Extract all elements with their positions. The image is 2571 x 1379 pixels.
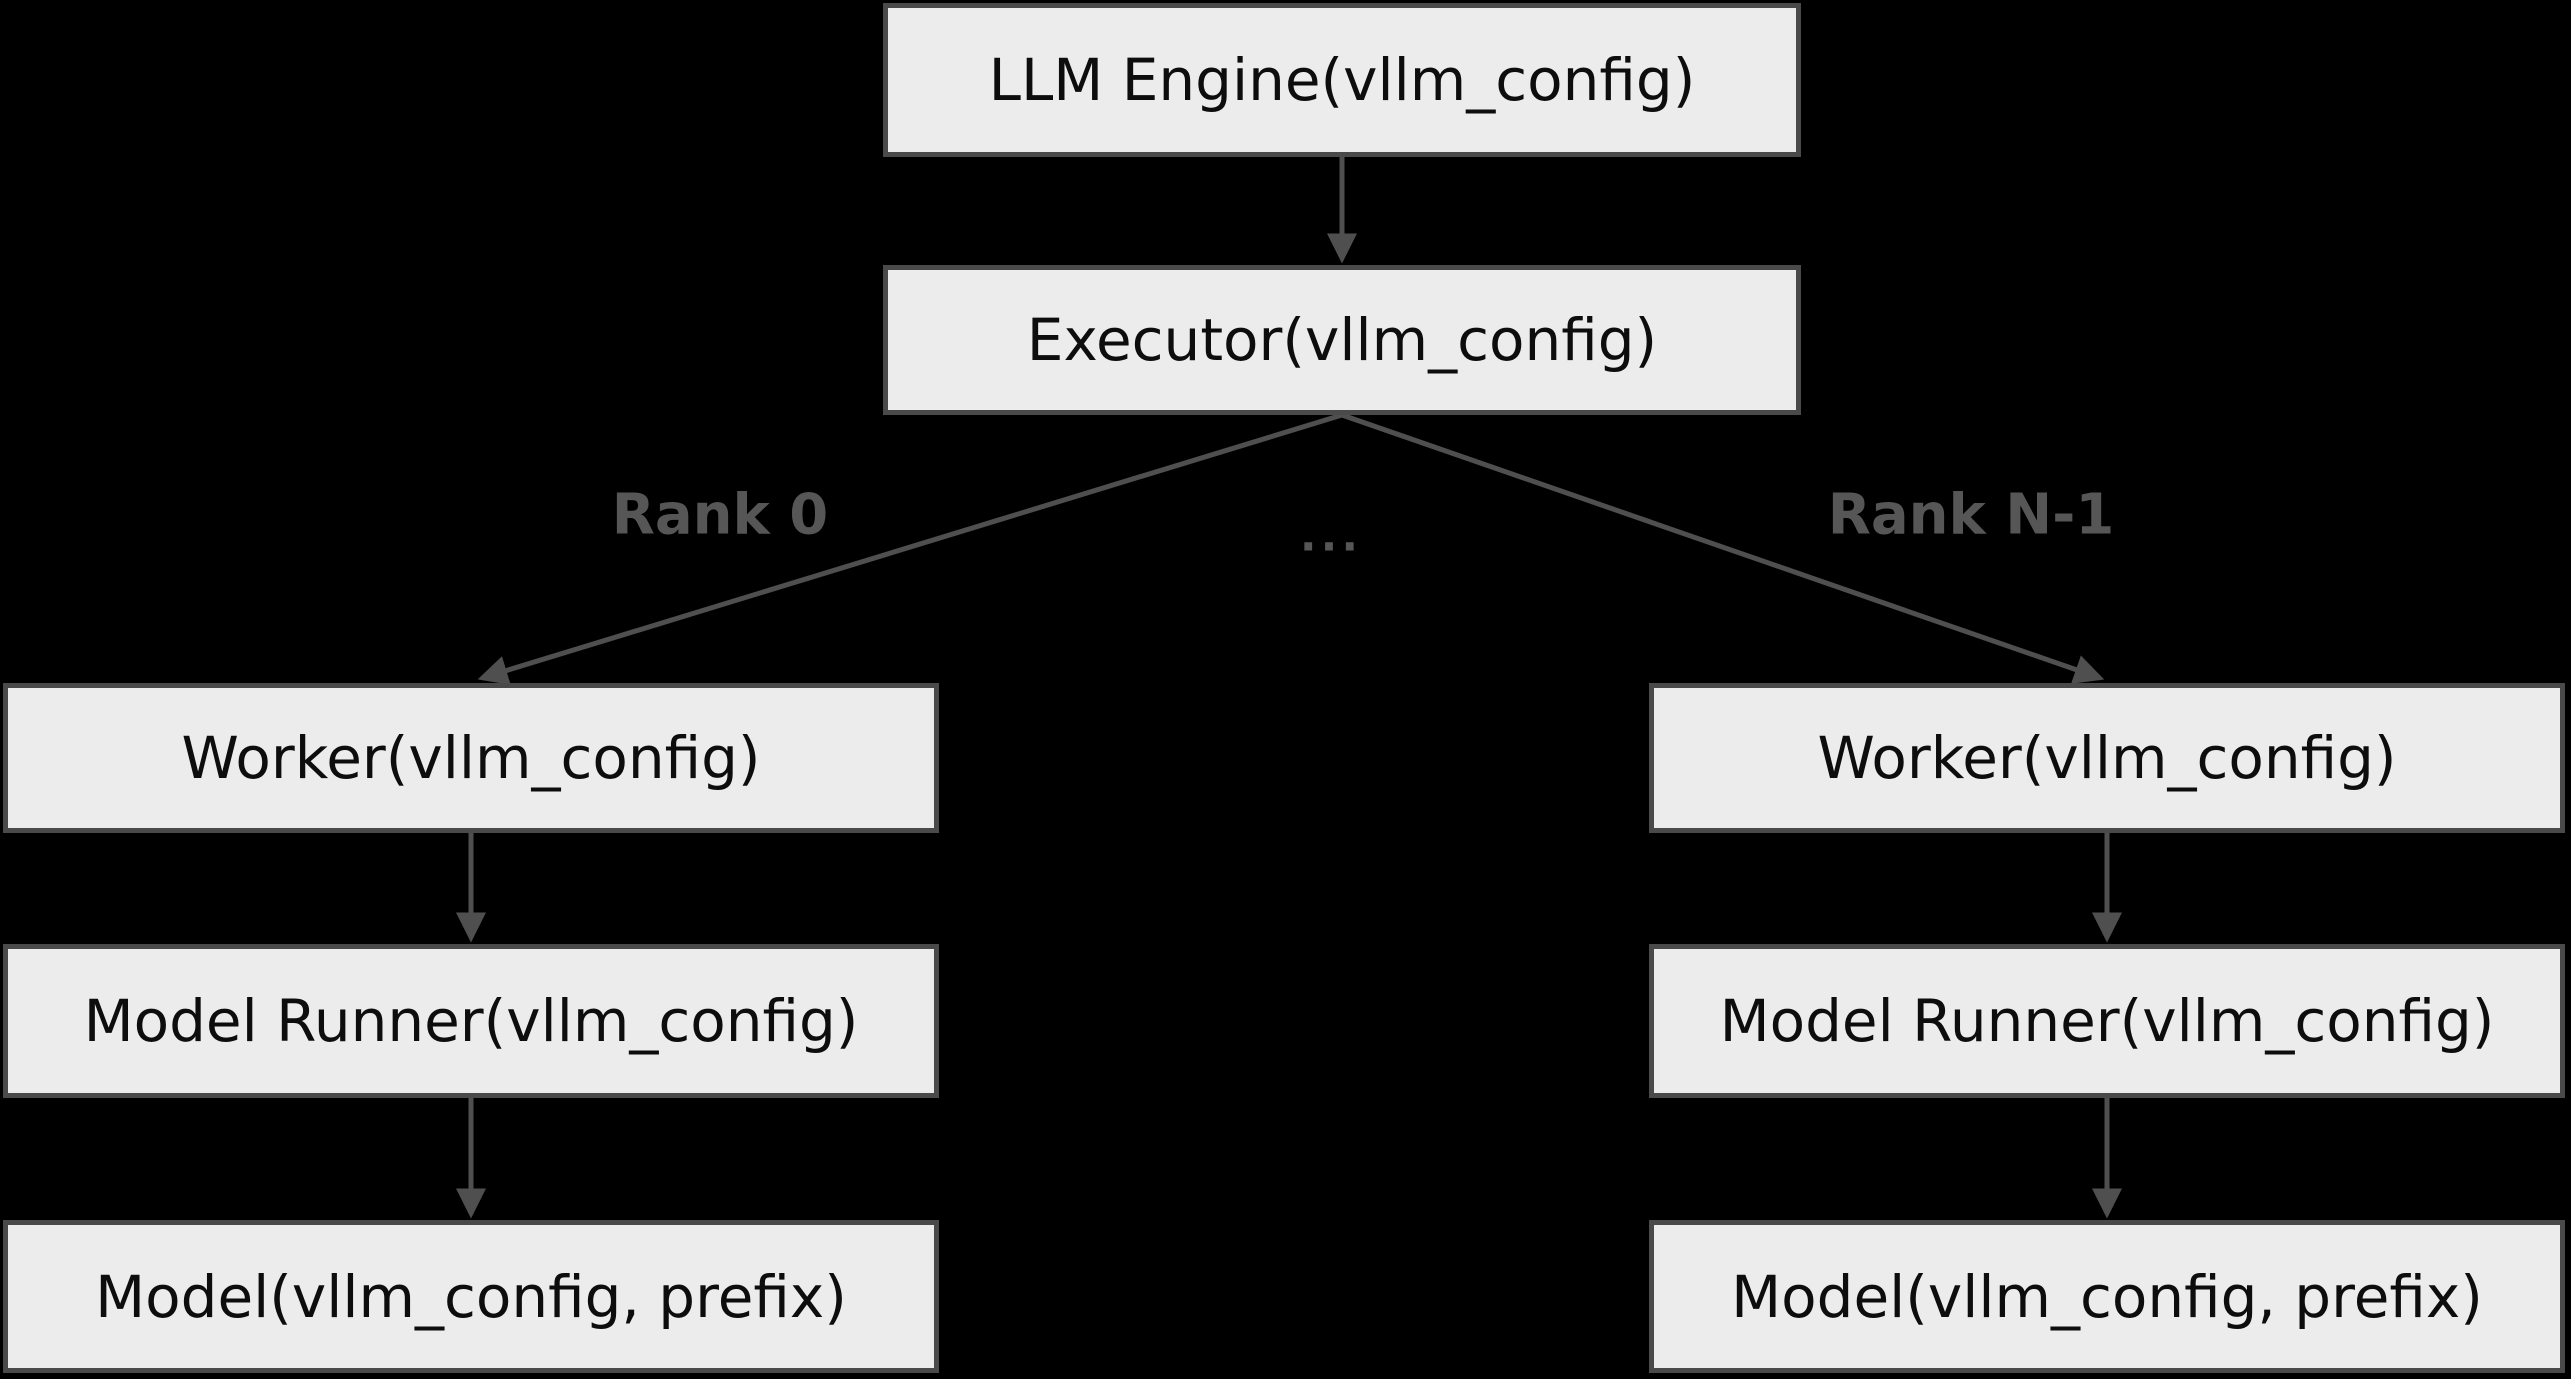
node-model-runner-rankN: Model Runner(vllm_config) [1649, 944, 2565, 1098]
node-llm-engine: LLM Engine(vllm_config) [883, 3, 1801, 157]
edge-label-rank-n-1: Rank N-1 [1827, 482, 2115, 548]
node-model-runner-rank0: Model Runner(vllm_config) [3, 944, 939, 1098]
edge-executor-to-worker-right [1341, 412, 2105, 684]
edge-label-ellipsis: ... [1299, 510, 1363, 562]
edge-executor-to-worker-left [477, 412, 1343, 685]
node-worker-rankN: Worker(vllm_config) [1649, 683, 2565, 833]
node-executor: Executor(vllm_config) [883, 265, 1801, 415]
node-model-rankN: Model(vllm_config, prefix) [1649, 1220, 2565, 1373]
node-model-rank0: Model(vllm_config, prefix) [3, 1220, 939, 1373]
edge-label-rank-0: Rank 0 [611, 482, 829, 548]
node-worker-rank0: Worker(vllm_config) [3, 683, 939, 833]
